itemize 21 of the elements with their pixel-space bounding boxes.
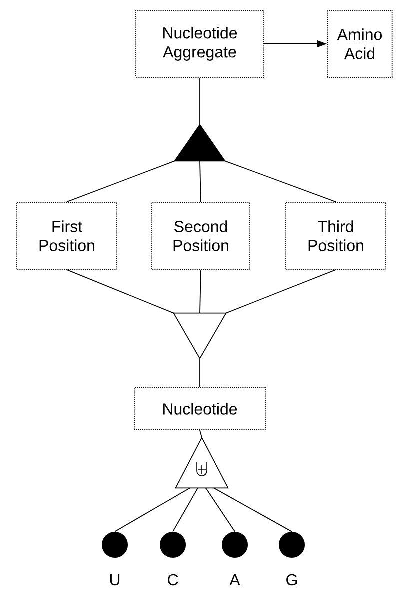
dotted-box: Amino Acid — [327, 10, 393, 78]
letter-label: A — [230, 574, 240, 586]
connector-line — [224, 160, 336, 202]
dotted-box: Nucleotide Aggregate — [136, 10, 264, 78]
connector-line — [206, 488, 236, 532]
dotted-box: Second Position — [152, 202, 250, 270]
dotted-box: Nucleotide — [134, 388, 266, 430]
letter-label: C — [168, 574, 178, 586]
connector-line — [200, 160, 202, 202]
connector-line — [66, 160, 176, 202]
connector-line — [200, 430, 202, 438]
connector-line — [226, 270, 336, 314]
connector-line — [200, 270, 202, 314]
dotted-box: Third Position — [286, 202, 386, 270]
connector-line — [66, 270, 174, 314]
connector-line — [172, 488, 198, 532]
dotted-box: First Position — [16, 202, 118, 270]
connector-line — [214, 488, 292, 532]
letter-label: G — [286, 574, 298, 586]
connector-line — [114, 488, 190, 532]
letter-label: U — [110, 574, 120, 586]
